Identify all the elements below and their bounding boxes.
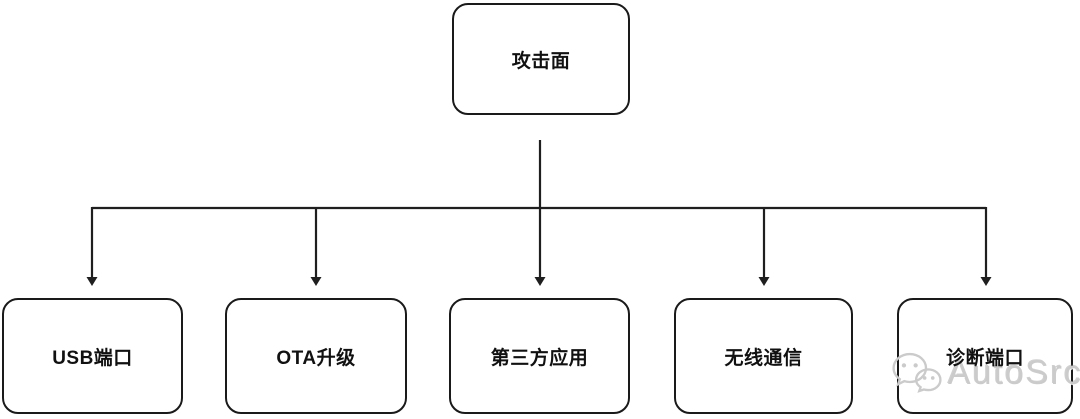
arrowhead-down-icon <box>534 277 546 286</box>
node-label: 第三方应用 <box>490 347 589 369</box>
node-ota-upgrade: OTA升级 <box>225 298 407 414</box>
arrowhead-down-icon <box>310 277 322 286</box>
arrowhead-down-icon <box>980 277 992 286</box>
node-third-party-app: 第三方应用 <box>449 298 630 414</box>
node-usb-port: USB端口 <box>2 298 183 414</box>
node-label: USB端口 <box>52 347 133 369</box>
arrowhead-down-icon <box>758 277 770 286</box>
node-label: 无线通信 <box>724 347 803 369</box>
node-label: 诊断端口 <box>945 347 1024 369</box>
node-diagnostic-port: 诊断端口 <box>897 298 1073 414</box>
node-label: 攻击面 <box>511 50 571 72</box>
node-label: OTA升级 <box>276 347 356 369</box>
node-wireless-comm: 无线通信 <box>674 298 853 414</box>
arrowhead-down-icon <box>86 277 98 286</box>
node-attack-surface: 攻击面 <box>452 3 630 115</box>
